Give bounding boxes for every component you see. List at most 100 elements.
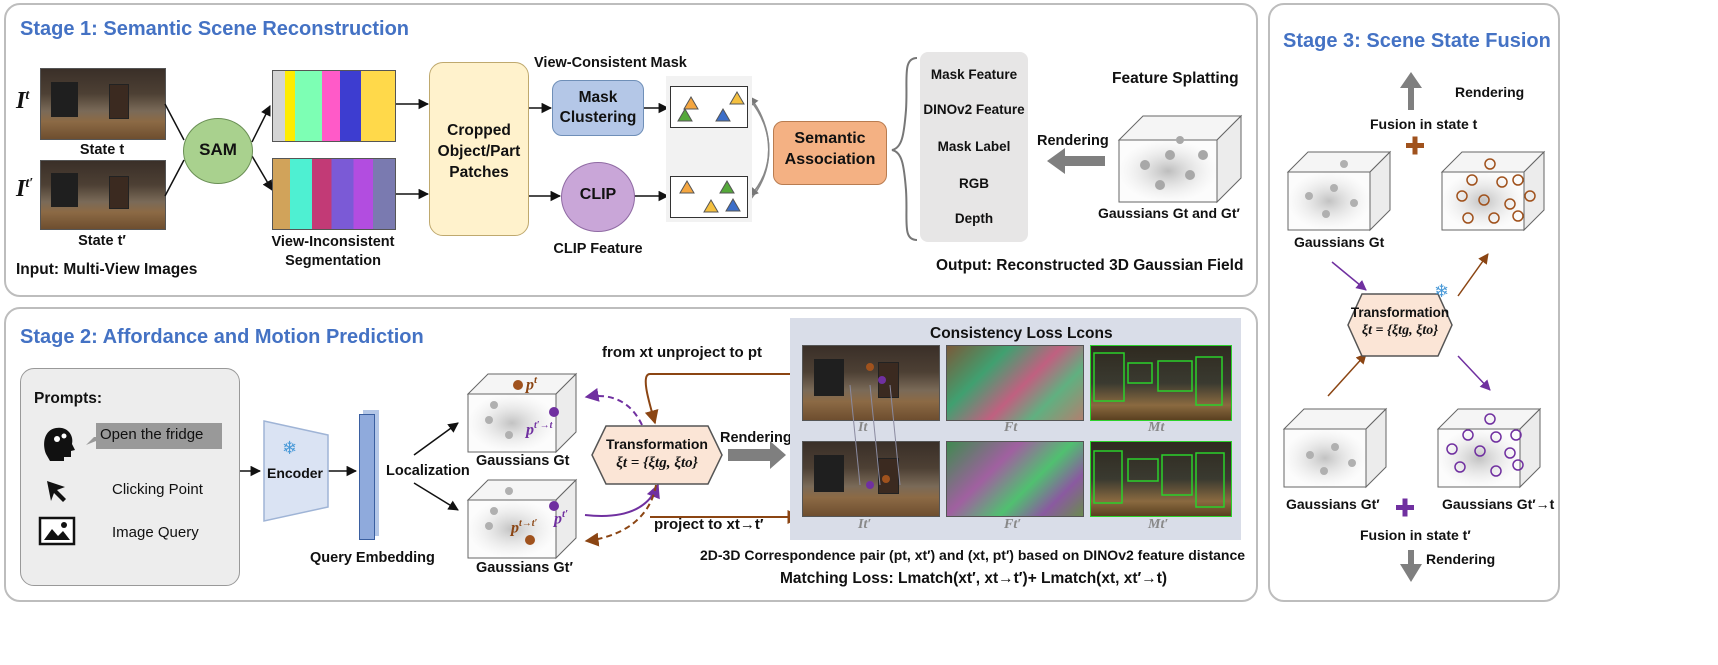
green-mask-overlays <box>1093 352 1225 508</box>
clip-node <box>561 162 635 232</box>
correspondence-lines <box>849 363 901 489</box>
gaussian-cube-stage3-fused-t <box>1440 150 1546 232</box>
gaussians-t-label: Gaussians Gt <box>476 453 570 469</box>
speech-bubble <box>86 423 222 449</box>
label-img-mt: Mt <box>1148 420 1165 435</box>
render-f-t <box>946 345 1084 421</box>
semantic-association-box <box>773 121 887 185</box>
xi-label-stage2: ξt = {ξtg, ξto} <box>616 455 698 471</box>
state-t-label: State t <box>79 142 125 158</box>
label-pt-prime: pt′ <box>554 508 569 528</box>
encoder-shape <box>263 420 329 522</box>
gaussian-cube-t <box>466 372 578 454</box>
cropped-label-3: Patches <box>449 164 509 181</box>
label-img-it-prime: It′ <box>858 517 872 532</box>
gaussian-cube-stage3-t <box>1286 150 1392 232</box>
stage2-arrows <box>240 373 802 547</box>
gaussian-cube-stage1 <box>1117 114 1243 204</box>
gaussians-t-prime-label: Gaussians Gt′ <box>476 560 573 576</box>
encoder-label: Encoder <box>266 465 323 481</box>
stage3-title: Stage 3: Scene State Fusion <box>1283 30 1551 52</box>
feature-dinov2: DINOv2 Feature <box>923 102 1025 117</box>
sam-label: SAM <box>199 140 237 159</box>
xi-label-stage3: ξt = {ξtg, ξto} <box>1361 323 1439 338</box>
render-i-t <box>802 345 940 421</box>
cropped-label-2: Object/Part <box>437 143 521 160</box>
input-label: Input: Multi-View Images <box>16 261 198 278</box>
clip-features <box>670 176 748 218</box>
label-pt-prime-to-t: pt′→t <box>526 420 553 439</box>
stage1-arrows <box>164 57 1105 241</box>
stage2-rendering-label: Rendering <box>720 430 792 446</box>
label-img-it: It <box>858 420 868 435</box>
localization-label: Localization <box>386 463 470 479</box>
stage2-title: Stage 2: Affordance and Motion Predictio… <box>20 326 424 348</box>
matching-loss-label: Matching Loss: Lmatch(xt′, xt→t′)+ Lmatc… <box>780 570 1168 587</box>
unproject-label: from xt unproject to pt <box>602 344 762 361</box>
stage3-gaussians-t-prime-to-t: Gaussians Gt′→t <box>1442 496 1555 512</box>
transformation-label-stage2: Transformation <box>606 436 708 452</box>
segmentation-label: Segmentation <box>285 253 381 269</box>
correspondence-label: 2D-3D Correspondence pair (pt, xt′) and … <box>700 547 1246 563</box>
clip-feature-label: CLIP Feature <box>553 241 643 257</box>
snowflake-icon: ❄ <box>282 438 298 458</box>
view-consistent-mask-label: View-Consistent Mask <box>534 55 687 71</box>
feature-depth: Depth <box>954 211 994 226</box>
feature-mask-label: Mask Label <box>937 139 1011 154</box>
prompt-text: Open the fridge <box>100 426 204 443</box>
transformation-label-stage3: Transformation <box>1350 305 1450 320</box>
semantic-label-1: Semantic <box>794 130 866 147</box>
consistency-loss-label: Consistency Loss Lcons <box>930 325 1113 342</box>
output-label: Output: Reconstructed 3D Gaussian Field <box>936 257 1244 274</box>
gaussian-cube-stage3-t-prime <box>1282 407 1388 489</box>
stage3-gaussians-t-prime: Gaussians Gt′ <box>1286 496 1380 512</box>
stage1-title: Stage 1: Semantic Scene Reconstruction <box>20 18 410 40</box>
query-embedding-label: Query Embedding <box>310 550 435 566</box>
label-i-t-prime: It′ <box>16 176 34 202</box>
query-embedding-bar <box>359 414 375 540</box>
label-pt-to-t-prime: pt→t′ <box>511 518 538 537</box>
render-f-t-prime <box>946 441 1084 517</box>
view-inconsistent-label: View-Inconsistent <box>271 234 395 250</box>
gaussian-cube-t-prime <box>466 478 578 560</box>
label-img-ft: Ft <box>1004 420 1018 435</box>
clip-label: CLIP <box>579 186 617 203</box>
prompts-heading: Prompts: <box>34 390 103 407</box>
mask-clustering-box <box>552 80 644 136</box>
fusion-t-prime-label: Fusion in state t′ <box>1360 527 1471 543</box>
stage3-rendering-top: Rendering <box>1455 84 1525 100</box>
semantic-label-2: Association <box>784 151 876 168</box>
fusion-t-label: Fusion in state t <box>1370 116 1478 132</box>
gaussian-cube-stage3-t-prime-to-t <box>1436 407 1542 489</box>
segmentation-image-t-prime <box>272 158 396 230</box>
project-label: project to xt→t′ <box>654 516 764 533</box>
feature-rgb: RGB <box>959 176 989 191</box>
stage1-rendering-label: Rendering <box>1037 133 1109 149</box>
mask-clustering-label-1: Mask <box>578 89 618 106</box>
feature-list-box <box>920 52 1028 242</box>
image-query-label: Image Query <box>112 524 199 541</box>
sam-node <box>183 118 253 184</box>
cursor-icon <box>47 481 66 502</box>
prompts-box <box>20 368 240 586</box>
label-img-ft-prime: Ft′ <box>1004 517 1022 532</box>
segmentation-image-t <box>272 70 396 142</box>
stage3-rendering-bottom: Rendering <box>1426 551 1496 567</box>
image-icon <box>38 516 76 546</box>
label-i-t: It <box>16 88 30 114</box>
stage3-gaussians-t: Gaussians Gt <box>1294 234 1385 250</box>
feature-mask: Mask Feature <box>930 67 1018 82</box>
mask-clustering-label-2: Clustering <box>559 109 637 126</box>
input-image-state-t <box>40 68 166 140</box>
gaussians-pair-label: Gaussians Gt and Gt′ <box>1098 205 1240 221</box>
label-pt: pt <box>526 374 538 394</box>
cropped-patches-box <box>429 62 529 236</box>
transformation-hexagon-stage3 <box>1347 293 1453 357</box>
snowflake-icon-stage3: ❄ <box>1434 281 1450 301</box>
stage3-arrows <box>1327 72 1491 582</box>
clustered-masks <box>670 86 748 128</box>
head-icon <box>44 427 75 461</box>
transformation-hexagon-stage2 <box>591 425 723 485</box>
state-t-prime-label: State t′ <box>78 233 126 249</box>
feature-splatting-label: Feature Splatting <box>1112 70 1239 87</box>
